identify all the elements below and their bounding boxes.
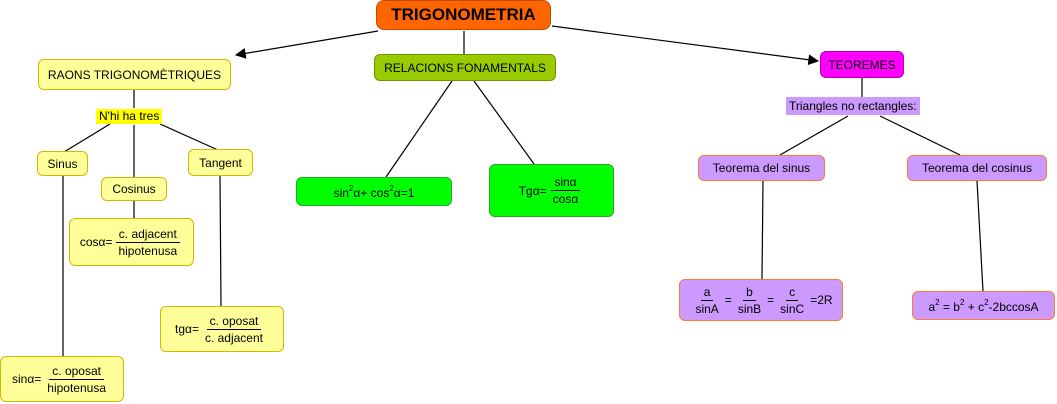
raons-connector-text: N'hi ha tres [99, 109, 160, 123]
sin-theorem-den-b: sinB [737, 301, 762, 316]
title-node[interactable]: TRIGONOMETRIA [376, 0, 551, 30]
cos-lhs: cosα= [79, 235, 113, 249]
sin-theorem-num-a: a [700, 285, 714, 301]
eq1-sin-exp: 2 [348, 183, 354, 193]
cosinus-node[interactable]: Cosinus [101, 177, 167, 201]
teoremes-connector-text: Triangles no rectangles: [789, 99, 917, 113]
tangent-formula: tgα= c. oposat c. adjacent [175, 314, 269, 345]
link-cosinus-theorem-formula [976, 180, 984, 292]
sinus-theorem-label: Teorema del sinus [712, 161, 811, 175]
cos-theorem-c: + c [967, 299, 985, 314]
sin-theorem-frac-a: a sinA [692, 285, 721, 316]
relacions-label: RELACIONS FONAMENTALS [384, 60, 546, 75]
teoremes-connector-label: Triangles no rectangles: [786, 97, 920, 115]
eq2-lhs: Tgα= [518, 183, 547, 198]
sin-numerator: c. oposat [49, 364, 104, 380]
sinus-theorem-formula-node[interactable]: a sinA = b sinB = c sinC =2R [679, 279, 843, 321]
cos-theorem-a: a [928, 299, 936, 314]
eq1-sin: sin [333, 185, 349, 200]
sin-theorem-frac-c: c sinC [777, 285, 807, 316]
cos-theorem-tail: -2bccosA [988, 299, 1039, 314]
link-connector-sinus [63, 123, 111, 153]
relacions-eq2-node[interactable]: Tgα= sinα cosα [489, 164, 614, 217]
cos-fraction: c. adjacent hipotenusa [115, 227, 180, 258]
sin-theorem-tail: =2R [810, 293, 833, 307]
link-connector-cosinus-theorem [879, 115, 961, 156]
eq2-numerator: sinα [551, 175, 580, 191]
cosinus-theorem-formula: a2 = b2 + c2-2bccosA [928, 298, 1038, 314]
relacions-eq1-node[interactable]: sin2α+ cos2α=1 [296, 177, 452, 206]
raons-label: RAONS TRIGONOMÈTRIQUES [47, 67, 222, 82]
cosinus-label: Cosinus [112, 182, 156, 196]
cos-theorem-exp-c: 2 [984, 297, 989, 307]
eq2-denominator: cosα [552, 192, 579, 206]
sin-lhs: sinα= [11, 372, 42, 386]
teoremes-label: TEOREMES [828, 57, 896, 72]
tg-denominator: c. adjacent [204, 330, 263, 345]
eq1-end: α=1 [393, 185, 415, 200]
raons-node[interactable]: RAONS TRIGONOMÈTRIQUES [38, 59, 231, 90]
sinus-formula-node[interactable]: sinα= c. oposat hipotenusa [0, 356, 124, 402]
cosinus-theorem-node[interactable]: Teorema del cosinus [907, 155, 1047, 181]
eq2-fraction: sinα cosα [550, 175, 582, 206]
cos-denominator: hipotenusa [118, 243, 178, 258]
tangent-node[interactable]: Tangent [188, 149, 253, 176]
cosinus-formula-node[interactable]: cosα= c. adjacent hipotenusa [69, 218, 194, 266]
raons-connector-label: N'hi ha tres [96, 109, 163, 124]
link-title-teoremes [551, 25, 820, 66]
teoremes-node[interactable]: TEOREMES [820, 51, 904, 78]
sin-denominator: hipotenusa [47, 380, 106, 395]
link-sinus-theorem-formula [761, 180, 764, 280]
link-relacions-eq1 [385, 80, 453, 178]
link-tangent-formula [219, 175, 222, 307]
sin-theorem-frac-b: b sinB [735, 285, 764, 316]
eq-sign-2: = [767, 293, 775, 307]
sinus-formula: sinα= c. oposat hipotenusa [12, 364, 112, 395]
cos-theorem-exp-b: 2 [959, 297, 965, 307]
relacions-eq1: sin2α+ cos2α=1 [334, 184, 415, 200]
link-relacions-eq2 [473, 80, 535, 165]
link-connector-tangent [159, 123, 219, 151]
eq1-cos-exp: 2 [389, 183, 394, 193]
cosinus-formula: cosα= c. adjacent hipotenusa [80, 227, 183, 258]
cosinus-theorem-formula-node[interactable]: a2 = b2 + c2-2bccosA [912, 291, 1055, 320]
cosinus-theorem-label: Teorema del cosinus [921, 161, 1033, 175]
relacions-node[interactable]: RELACIONS FONAMENTALS [374, 54, 556, 81]
cos-theorem-exp-a: 2 [935, 297, 940, 307]
eq1-mid: α+ cos [353, 185, 390, 200]
sinus-label: Sinus [47, 156, 78, 171]
tangent-formula-node[interactable]: tgα= c. oposat c. adjacent [160, 306, 284, 352]
sin-fraction: c. oposat hipotenusa [44, 364, 109, 395]
eq-sign-1: = [724, 293, 732, 307]
link-connector-sinus-theorem [779, 115, 849, 156]
sin-theorem-den-c: sinC [780, 301, 805, 316]
sinus-theorem-formula: a sinA = b sinB = c sinC =2R [689, 285, 832, 316]
tg-lhs: tgα= [175, 322, 199, 336]
tg-fraction: c. oposat c. adjacent [202, 314, 266, 345]
sin-theorem-den-a: sinA [695, 301, 719, 316]
tg-numerator: c. oposat [206, 314, 262, 330]
sinus-theorem-node[interactable]: Teorema del sinus [698, 155, 825, 181]
relacions-eq2: Tgα= sinα cosα [519, 175, 585, 206]
cos-numerator: c. adjacent [115, 227, 180, 243]
sinus-node[interactable]: Sinus [37, 151, 88, 176]
link-title-raons [234, 30, 379, 59]
tangent-label: Tangent [199, 155, 242, 170]
title-label: TRIGONOMETRIA [391, 5, 536, 24]
sin-theorem-num-b: b [743, 285, 756, 301]
sin-theorem-num-c: c [786, 285, 799, 301]
cos-theorem-b: = b [942, 299, 960, 314]
